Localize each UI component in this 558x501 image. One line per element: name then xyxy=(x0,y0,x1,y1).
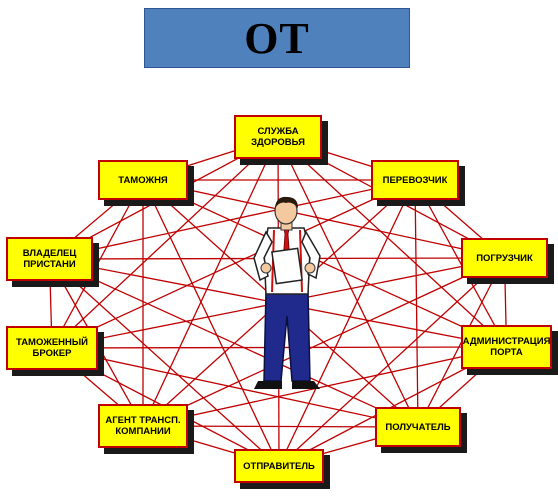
node-port-administration: АДМИНИСТРАЦИЯ ПОРТА xyxy=(461,325,552,369)
link-line xyxy=(49,258,280,467)
link-line xyxy=(142,346,507,427)
diagram-title: ОТ xyxy=(144,8,410,68)
node-transport-agent: АГЕНТ ТРАНСП. КОМПАНИИ xyxy=(98,404,188,448)
link-line xyxy=(142,136,279,427)
link-line xyxy=(51,179,144,349)
link-line xyxy=(142,425,419,428)
node-sender: ОТПРАВИТЕЛЬ xyxy=(234,449,324,483)
link-line xyxy=(142,179,505,259)
link-line xyxy=(277,136,419,428)
link-line xyxy=(51,347,419,428)
link-line xyxy=(49,258,419,428)
node-carrier: ПЕРЕВОЗЧИК xyxy=(371,160,459,200)
link-line xyxy=(51,136,279,349)
link-line xyxy=(51,179,416,349)
node-loader: ПОГРУЗЧИК xyxy=(461,238,548,278)
node-health-service: СЛУЖБА ЗДОРОВЬЯ xyxy=(234,115,322,159)
link-line xyxy=(414,179,419,428)
link-line xyxy=(278,257,505,467)
node-customs-broker: ТАМОЖЕННЫЙ БРОКЕР xyxy=(6,326,98,370)
link-line xyxy=(142,179,507,348)
link-line xyxy=(277,136,507,348)
node-customs: ТАМОЖНЯ xyxy=(98,160,188,200)
link-line xyxy=(278,179,416,467)
node-pier-owner: ВЛАДЕЛЕЦ ПРИСТАНИ xyxy=(6,237,93,281)
link-line xyxy=(142,179,280,467)
link-line xyxy=(414,179,508,348)
person-figure xyxy=(253,196,321,389)
node-receiver: ПОЛУЧАТЕЛЬ xyxy=(375,407,461,447)
link-line xyxy=(49,179,416,260)
